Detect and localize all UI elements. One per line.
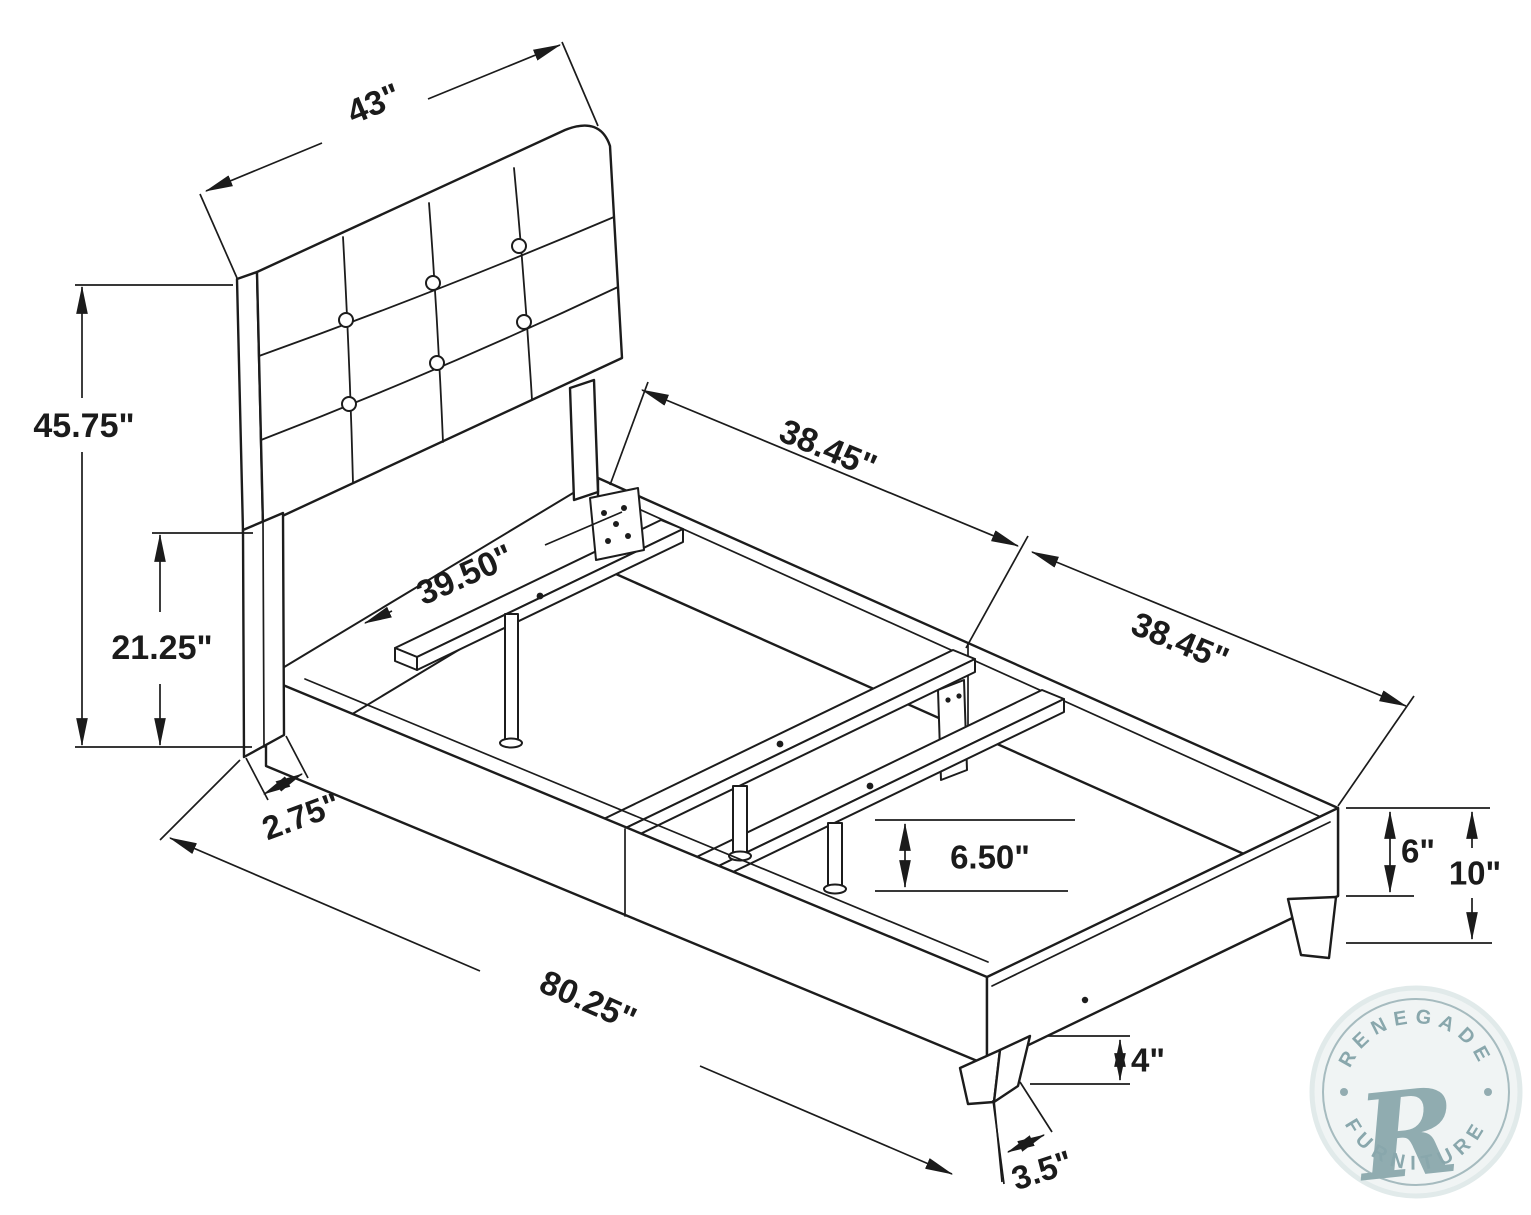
dim-headboard-leg-height: 21.25" xyxy=(111,532,253,747)
watermark-left-dot xyxy=(1340,1088,1348,1096)
headboard-bracket xyxy=(589,487,645,561)
headboard-leg-depth-label: 2.75" xyxy=(257,785,345,847)
center-support-legs xyxy=(499,613,847,895)
headboard xyxy=(235,124,624,759)
foot-far-leg xyxy=(1286,895,1338,960)
renegade-furniture-watermark: R RENEGADE FURNITURE xyxy=(1309,985,1523,1209)
foot-leg-width-label: 3.5" xyxy=(1007,1143,1077,1197)
rail-section-foot-label: 38.45" xyxy=(1126,605,1234,679)
center-leg-height-label: 6.50" xyxy=(950,839,1030,876)
frame-height-label: 10" xyxy=(1449,855,1501,892)
headboard-height-label: 45.75" xyxy=(33,407,134,445)
dim-headboard-height: 45.75" xyxy=(33,284,252,748)
foot-rail xyxy=(985,806,1340,1067)
dim-side-rail-height: 6" xyxy=(1346,807,1490,897)
dim-center-leg-height: 6.50" xyxy=(875,819,1075,892)
bed-frame-drawing xyxy=(235,124,1340,1106)
dim-frame-height: 10" xyxy=(1346,810,1501,944)
watermark-monogram: R xyxy=(1349,1060,1464,1209)
foot-leg-height-label: 4" xyxy=(1131,1042,1165,1079)
headboard-width-label: 43" xyxy=(342,76,406,132)
dimension-annotations: 43" 45.75" 21.25" 39.50" 38.45" xyxy=(33,41,1501,1197)
rail-section-head-label: 38.45" xyxy=(774,412,882,486)
overall-length-label: 80.25" xyxy=(534,963,642,1039)
side-rail-height-label: 6" xyxy=(1401,833,1435,870)
support-slat-2 xyxy=(584,649,976,851)
dim-foot-leg-height: 4" xyxy=(1030,1035,1165,1085)
watermark-right-dot xyxy=(1484,1088,1492,1096)
foot-near-leg xyxy=(958,1034,1032,1106)
dim-foot-leg-width: 3.5" xyxy=(993,1081,1077,1197)
watermark-badge xyxy=(1309,985,1523,1199)
headboard-leg-height-label: 21.25" xyxy=(111,629,212,667)
